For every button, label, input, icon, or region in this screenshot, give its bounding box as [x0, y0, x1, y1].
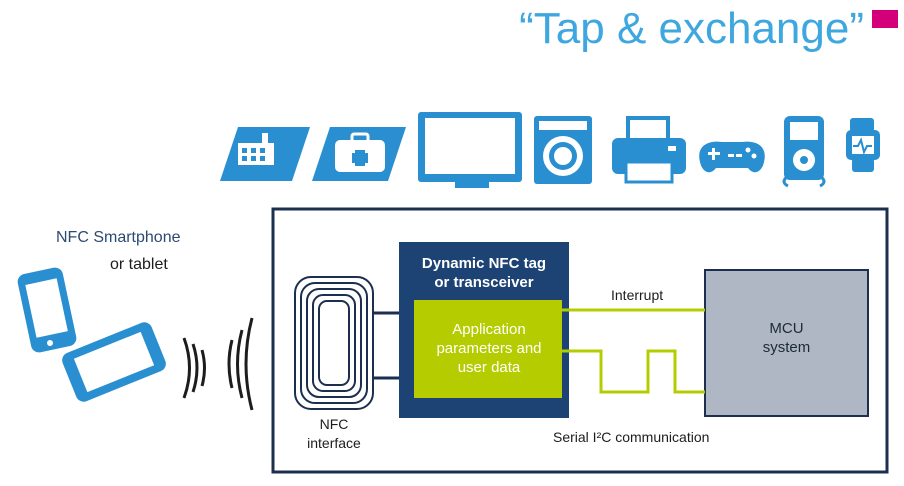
tag-title: Dynamic NFC tag or transceiver [399, 254, 569, 292]
smartwatch-icon [846, 118, 880, 172]
interrupt-label: Interrupt [611, 287, 664, 303]
device-label: NFC Smartphone [56, 229, 181, 246]
device-sublabel: or tablet [110, 256, 168, 273]
media-player-icon [782, 116, 826, 188]
app-data-line: user data [457, 359, 521, 376]
nfc-interface-line: NFC [319, 416, 349, 432]
nfc-antenna-coil [294, 276, 374, 410]
tag-title-line: Dynamic NFC tag [421, 255, 547, 272]
i2c-wire [562, 349, 705, 394]
printer-icon [612, 116, 686, 184]
device-icons-row [220, 112, 880, 188]
nfc-waves-icon [182, 317, 254, 411]
gamepad-icon [699, 141, 765, 173]
app-data-text: Application parameters and user data [414, 320, 564, 377]
nfc-interface-line: interface [307, 435, 361, 451]
mcu-label-line: MCU [769, 320, 804, 337]
factory-icon [220, 127, 310, 181]
accent-mark [872, 10, 898, 28]
serial-label: Serial I²C communication [553, 429, 710, 445]
mcu-label: MCU system [705, 319, 868, 357]
mcu-label-line: system [762, 339, 811, 356]
app-data-line: Application [452, 321, 526, 338]
tag-title-line: or transceiver [434, 274, 534, 291]
washing-machine-icon [534, 116, 592, 184]
medical-kit-icon [312, 127, 406, 181]
tablet-icon [62, 322, 166, 402]
app-data-line: parameters and [436, 340, 542, 357]
page-title: “Tap & exchange” [519, 4, 864, 53]
smartphone-icon [17, 267, 77, 353]
tv-monitor-icon [418, 112, 522, 188]
nfc-interface-label: NFC interface [296, 415, 372, 453]
